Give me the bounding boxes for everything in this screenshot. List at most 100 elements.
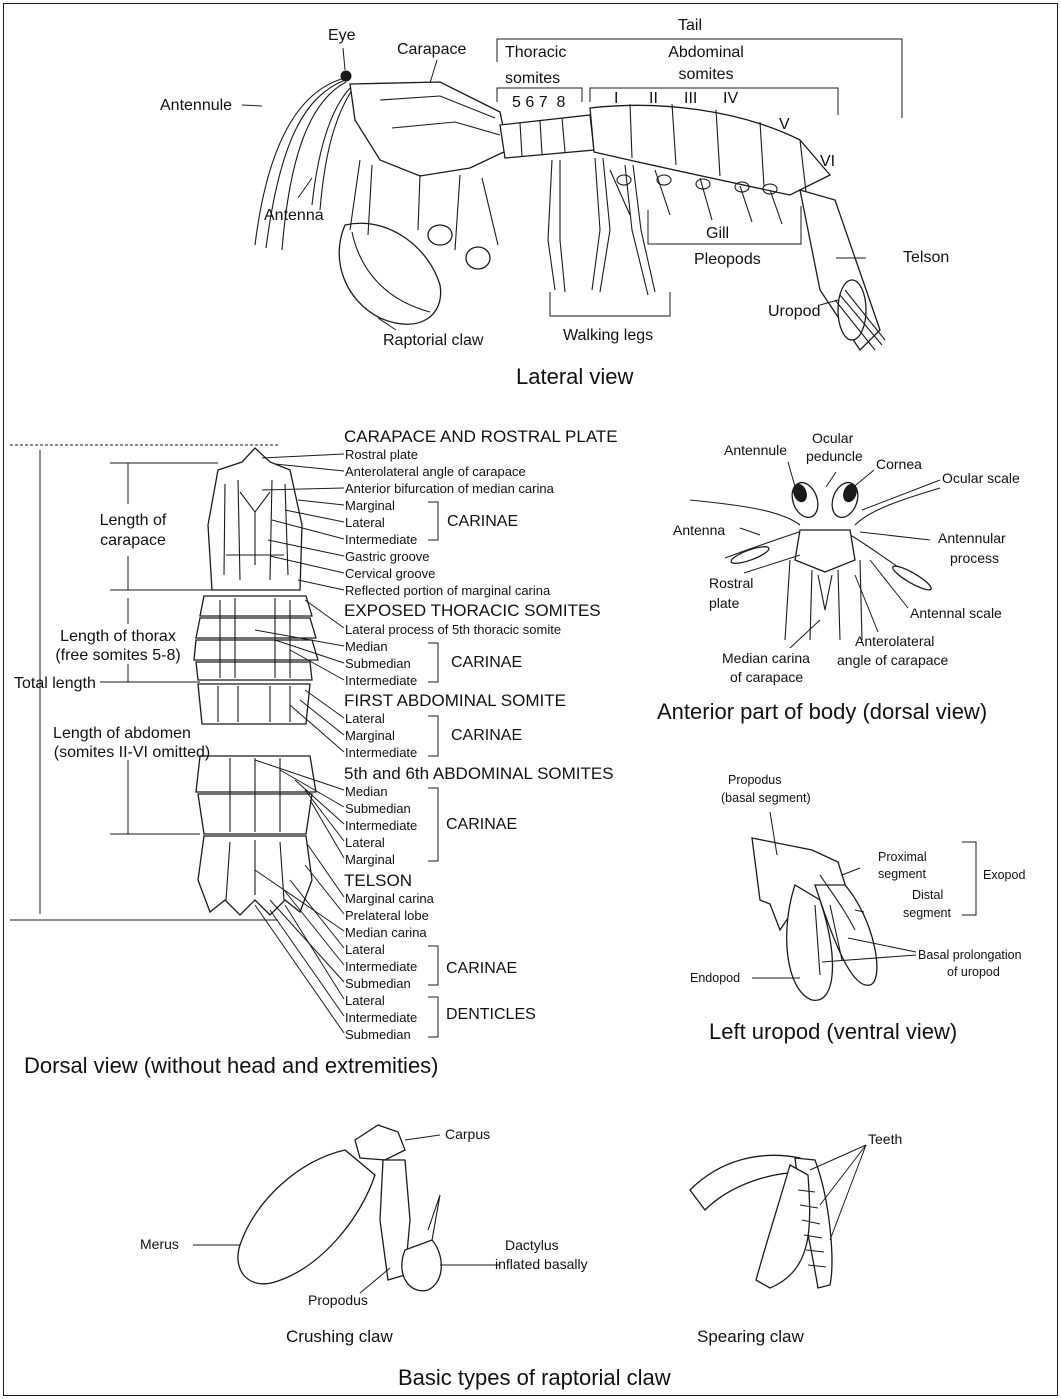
anterior-view-caption: Anterior part of body (dorsal view)	[657, 699, 987, 724]
first-abdominal-carinae-label: CARINAE	[451, 727, 522, 744]
length-of-abdomen-label-2: (somites II-VI omitted)	[54, 744, 210, 761]
distal-segment-label-2: segment	[903, 906, 951, 920]
anterolateral-angle-label-2: angle of carapace	[837, 652, 949, 668]
dorsal-view-caption: Dorsal view (without head and extremitie…	[24, 1053, 439, 1078]
anterior-view-panel: Antennule Ocular peduncle Cornea Ocular …	[657, 430, 1020, 724]
abdominal-somites-label: somites	[678, 66, 733, 83]
abdomen-shape	[590, 105, 830, 195]
pleopods-label: Pleopods	[694, 251, 761, 268]
merus-shape	[238, 1150, 375, 1284]
basal-prolongation-label-2: of uropod	[947, 965, 1000, 979]
section-title-first-abdominal: FIRST ABDOMINAL SOMITE	[344, 691, 566, 710]
abdominal-56-carinae-label: CARINAE	[446, 816, 517, 833]
tail-label: Tail	[678, 17, 702, 34]
carapace-item-8: Cervical groove	[345, 566, 435, 581]
telson-item-8: Intermediate	[345, 1010, 417, 1025]
uropod-drawing	[752, 838, 877, 1000]
section-title-telson: TELSON	[344, 871, 412, 890]
thoracic-item-4: Intermediate	[345, 673, 417, 688]
carapace-item-9: Reflected portion of marginal carina	[345, 583, 551, 598]
anterolateral-angle-label-1: Anterolateral	[855, 633, 934, 649]
distal-segment-label-1: Distal	[912, 888, 943, 902]
length-of-thorax-label-1: Length of thorax	[60, 628, 176, 645]
merus-label: Merus	[140, 1236, 179, 1252]
roman-label-5: V	[779, 116, 790, 133]
spearing-claw-label: Spearing claw	[697, 1327, 805, 1346]
telson-carinae-label: CARINAE	[446, 960, 517, 977]
teeth-label: Teeth	[868, 1131, 902, 1147]
ocular-peduncle-label-1: Ocular	[812, 430, 854, 446]
first-abdominal-somite-shape	[198, 684, 310, 724]
uropod-label: Uropod	[768, 303, 820, 320]
antenna-label: Antenna	[264, 207, 324, 224]
crushing-claw-label: Crushing claw	[286, 1327, 393, 1346]
carapace-item-7: Gastric groove	[345, 549, 430, 564]
section-title-5th-6th-abdominal: 5th and 6th ABDOMINAL SOMITES	[344, 764, 614, 783]
endopod-label: Endopod	[690, 971, 740, 985]
spearing-propodus-shape	[756, 1165, 810, 1288]
claws-caption: Basic types of raptorial claw	[398, 1365, 671, 1390]
rostral-plate-label-2: plate	[709, 595, 740, 611]
roman-label-1: I	[614, 90, 618, 107]
anterior-body-drawing	[690, 479, 940, 640]
length-of-thorax-label-2: (free somites 5-8)	[55, 647, 180, 664]
dactylus-label-1: Dactylus	[505, 1237, 559, 1253]
lateral-view-caption: Lateral view	[516, 364, 634, 389]
telson-item-7: Lateral	[345, 993, 385, 1008]
thoracic-item-2: Median	[345, 639, 388, 654]
total-length-label: Total length	[14, 675, 96, 692]
gill-label: Gill	[706, 225, 729, 242]
carapace-item-5: Lateral	[345, 515, 385, 530]
carpus-shape	[355, 1125, 405, 1160]
telson-item-4: Lateral	[345, 942, 385, 957]
first-abdominal-item-1: Lateral	[345, 711, 385, 726]
telson-denticles-label: DENTICLES	[446, 1006, 536, 1023]
anterior-antenna-label: Antenna	[673, 522, 725, 538]
walking-legs-label: Walking legs	[563, 327, 653, 344]
abdominal-56-item-5: Marginal	[345, 852, 395, 867]
telson-item-6: Submedian	[345, 976, 411, 991]
roman-label-4: IV	[723, 90, 738, 107]
thoracic-somites-label: somites	[505, 70, 560, 87]
propodus-label-2: (basal segment)	[721, 791, 811, 805]
abdominal-label: Abdominal	[668, 44, 744, 61]
carapace-label: Carapace	[397, 41, 466, 58]
cornea-label: Cornea	[876, 456, 922, 472]
ocular-peduncle-label-2: peduncle	[806, 448, 863, 464]
spearing-claw-drawing	[690, 1155, 832, 1288]
crushing-claw-drawing	[238, 1125, 441, 1291]
telson-item-9: Submedian	[345, 1027, 411, 1042]
antennular-process-label-1: Antennular	[938, 530, 1006, 546]
rostral-plate-label-1: Rostral	[709, 575, 753, 591]
uropod-caption: Left uropod (ventral view)	[709, 1019, 957, 1044]
first-abdominal-item-3: Intermediate	[345, 745, 417, 760]
telson-item-2: Prelateral lobe	[345, 908, 429, 923]
thoracic-item-1: Lateral process of 5th thoracic somite	[345, 622, 561, 637]
crushing-propodus-label: Propodus	[308, 1292, 368, 1308]
proximal-segment-label-1: Proximal	[878, 850, 927, 864]
abdominal-56-item-4: Lateral	[345, 835, 385, 850]
thoracic-item-3: Submedian	[345, 656, 411, 671]
carapace-item-6: Intermediate	[345, 532, 417, 547]
thoracic-carinae-label: CARINAE	[451, 654, 522, 671]
carapace-shape	[350, 82, 508, 176]
ocular-scale-label: Ocular scale	[942, 470, 1020, 486]
raptorial-claw-label: Raptorial claw	[383, 332, 484, 349]
abdominal-56-item-1: Median	[345, 784, 388, 799]
telson-item-1: Marginal carina	[345, 891, 435, 906]
carpus-label: Carpus	[445, 1126, 490, 1142]
telson-item-5: Intermediate	[345, 959, 417, 974]
claws-panel: Carpus Merus Dactylus inflated basally P…	[140, 1125, 902, 1390]
length-of-carapace-label-1: Length of	[100, 512, 167, 529]
eye-label: Eye	[328, 27, 356, 44]
eye-shape	[341, 71, 351, 81]
roman-label-6: VI	[820, 153, 835, 170]
median-carina-label-2: of carapace	[730, 669, 803, 685]
section-title-thoracic: EXPOSED THORACIC SOMITES	[344, 601, 601, 620]
propodus-label-1: Propodus	[728, 773, 782, 787]
thoracic-somites-shape	[500, 115, 594, 158]
lateral-view-panel: Tail Eye Carapace Thoracic somites 5 6 7…	[160, 17, 949, 389]
walking-legs-bracket	[550, 292, 670, 316]
thoracic-numbers-label: 5 6 7 8	[512, 94, 565, 111]
